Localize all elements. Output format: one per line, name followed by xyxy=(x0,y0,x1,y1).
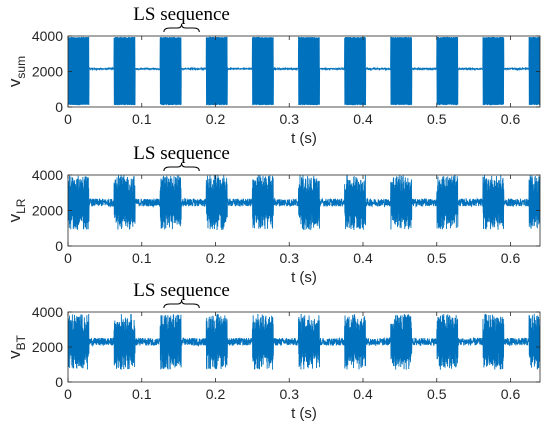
x-tick-label: 0.1 xyxy=(132,250,152,266)
panel-2: 0 0.1 0.2 0.3 0.4 0.5 0.6 0 2000 4000 t (s) vLR LS s… xyxy=(5,143,541,286)
x-tick-label: 0.2 xyxy=(206,111,226,127)
x-tick-label: 0.2 xyxy=(206,250,226,266)
panel-3: 0 0.1 0.2 0.3 0.4 0.5 0.6 0 2000 4000 t (s) vBT LS s… xyxy=(5,280,541,422)
x-tick-label: 0.3 xyxy=(280,386,300,402)
y-tick-label: 4000 xyxy=(32,28,63,44)
y-tick-label: 4000 xyxy=(32,167,63,183)
y-axis-label-main: v xyxy=(5,213,24,222)
y-tick-label: 0 xyxy=(55,99,63,115)
x-tick-label: 0.6 xyxy=(501,111,521,127)
x-tick-label: 0.4 xyxy=(353,250,373,266)
x-tick-label: 0.3 xyxy=(280,111,300,127)
x-tick-label: 0 xyxy=(64,111,72,127)
y-tick-label: 2000 xyxy=(32,64,63,80)
x-tick-label: 0 xyxy=(64,250,72,266)
y-axis-label: vBT xyxy=(5,334,28,359)
annotation-text: LS sequence xyxy=(133,280,230,301)
x-tick-label: 0.5 xyxy=(427,250,447,266)
y-tick-label: 2000 xyxy=(32,203,63,219)
y-axis-label-main: v xyxy=(5,350,24,359)
x-tick-label: 0.4 xyxy=(353,386,373,402)
y-tick-label: 0 xyxy=(55,374,63,390)
y-axis-label-main: v xyxy=(5,78,24,87)
x-tick-label: 0.1 xyxy=(132,111,152,127)
annotation-brace xyxy=(163,162,200,172)
x-tick-label: 0 xyxy=(64,386,72,402)
x-tick-label: 0.4 xyxy=(353,111,373,127)
signal-line xyxy=(68,175,540,231)
y-axis-label-subscript: BT xyxy=(14,334,28,350)
y-tick-label: 4000 xyxy=(32,304,63,320)
x-tick-label: 0.6 xyxy=(501,250,521,266)
x-axis-label: t (s) xyxy=(291,269,317,286)
x-tick-label: 0.2 xyxy=(206,386,226,402)
annotation-text: LS sequence xyxy=(133,143,230,164)
annotation-brace xyxy=(163,23,200,33)
y-tick-label: 0 xyxy=(55,238,63,254)
y-axis-label-subscript: LR xyxy=(14,198,28,214)
annotation-text: LS sequence xyxy=(133,4,230,25)
y-tick-label: 2000 xyxy=(32,339,63,355)
annotation-brace xyxy=(163,299,200,309)
x-tick-label: 0.5 xyxy=(427,111,447,127)
panel-1: 0 0.1 0.2 0.3 0.4 0.5 0.6 0 2000 4000 t (s) vsum LS … xyxy=(5,4,541,147)
x-tick-label: 0.5 xyxy=(427,386,447,402)
x-axis-label: t (s) xyxy=(291,405,317,422)
x-tick-label: 0.3 xyxy=(280,250,300,266)
x-axis-label: t (s) xyxy=(291,130,317,147)
x-tick-label: 0.6 xyxy=(501,386,521,402)
y-axis-label: vLR xyxy=(5,198,28,222)
signal-line xyxy=(68,313,540,370)
y-axis-label-subscript: sum xyxy=(14,56,28,79)
y-axis-label: vsum xyxy=(5,56,28,87)
signal-line xyxy=(68,36,540,106)
x-tick-label: 0.1 xyxy=(132,386,152,402)
